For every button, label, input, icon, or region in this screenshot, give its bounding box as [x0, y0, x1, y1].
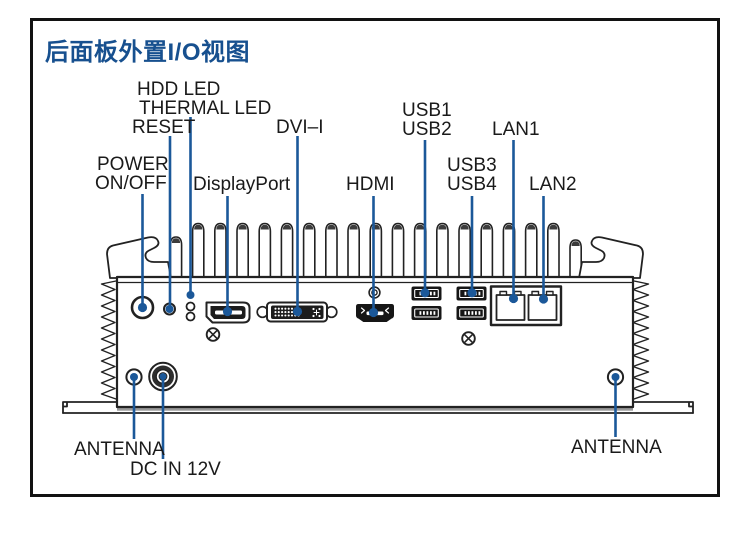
label-antenna-left: ANTENNA [74, 439, 165, 460]
dvi-port [256, 301, 338, 323]
page-title: 后面板外置I/O视图 [45, 39, 251, 66]
bottom-shadow-line [117, 407, 633, 411]
hdd-led [185, 301, 196, 312]
lan-block [489, 285, 563, 327]
dc-in-jack [148, 361, 178, 392]
label-usb3: USB3 [447, 155, 497, 176]
label-lan2: LAN2 [529, 174, 577, 195]
mounting-wing-left [106, 236, 172, 279]
label-dvi: DVI–I [276, 117, 324, 138]
usb-port-4 [456, 306, 487, 320]
mounting-foot-right [632, 401, 694, 414]
label-reset: RESET [132, 117, 196, 138]
label-usb4: USB4 [447, 174, 497, 195]
usb-port-block [411, 286, 487, 320]
bracket-serration-left [100, 280, 117, 400]
label-power: POWER [97, 154, 169, 175]
label-antenna-right: ANTENNA [571, 437, 662, 458]
label-usb1: USB1 [402, 100, 452, 121]
mounting-foot-left [62, 401, 118, 414]
usb-port-2 [411, 306, 442, 320]
label-hdmi: HDMI [346, 174, 395, 195]
label-on-off: ON/OFF [95, 173, 167, 194]
bracket-serration-right [632, 280, 650, 400]
screw-icon [461, 331, 476, 346]
label-hdd-led: HDD LED [137, 79, 221, 100]
label-thermal-led: THERMAL LED [139, 98, 272, 119]
leader-lines [132, 117, 617, 459]
screw-icon [205, 327, 221, 342]
label-lan1: LAN1 [492, 119, 540, 140]
mounting-wing-right [578, 236, 644, 279]
thermal-led [185, 311, 196, 322]
leader-dots [130, 288, 620, 381]
label-usb2: USB2 [402, 119, 452, 140]
label-displayport: DisplayPort [193, 174, 291, 195]
label-dc-in-12v: DC IN 12V [130, 459, 221, 480]
heatsink-fins [169, 222, 582, 278]
